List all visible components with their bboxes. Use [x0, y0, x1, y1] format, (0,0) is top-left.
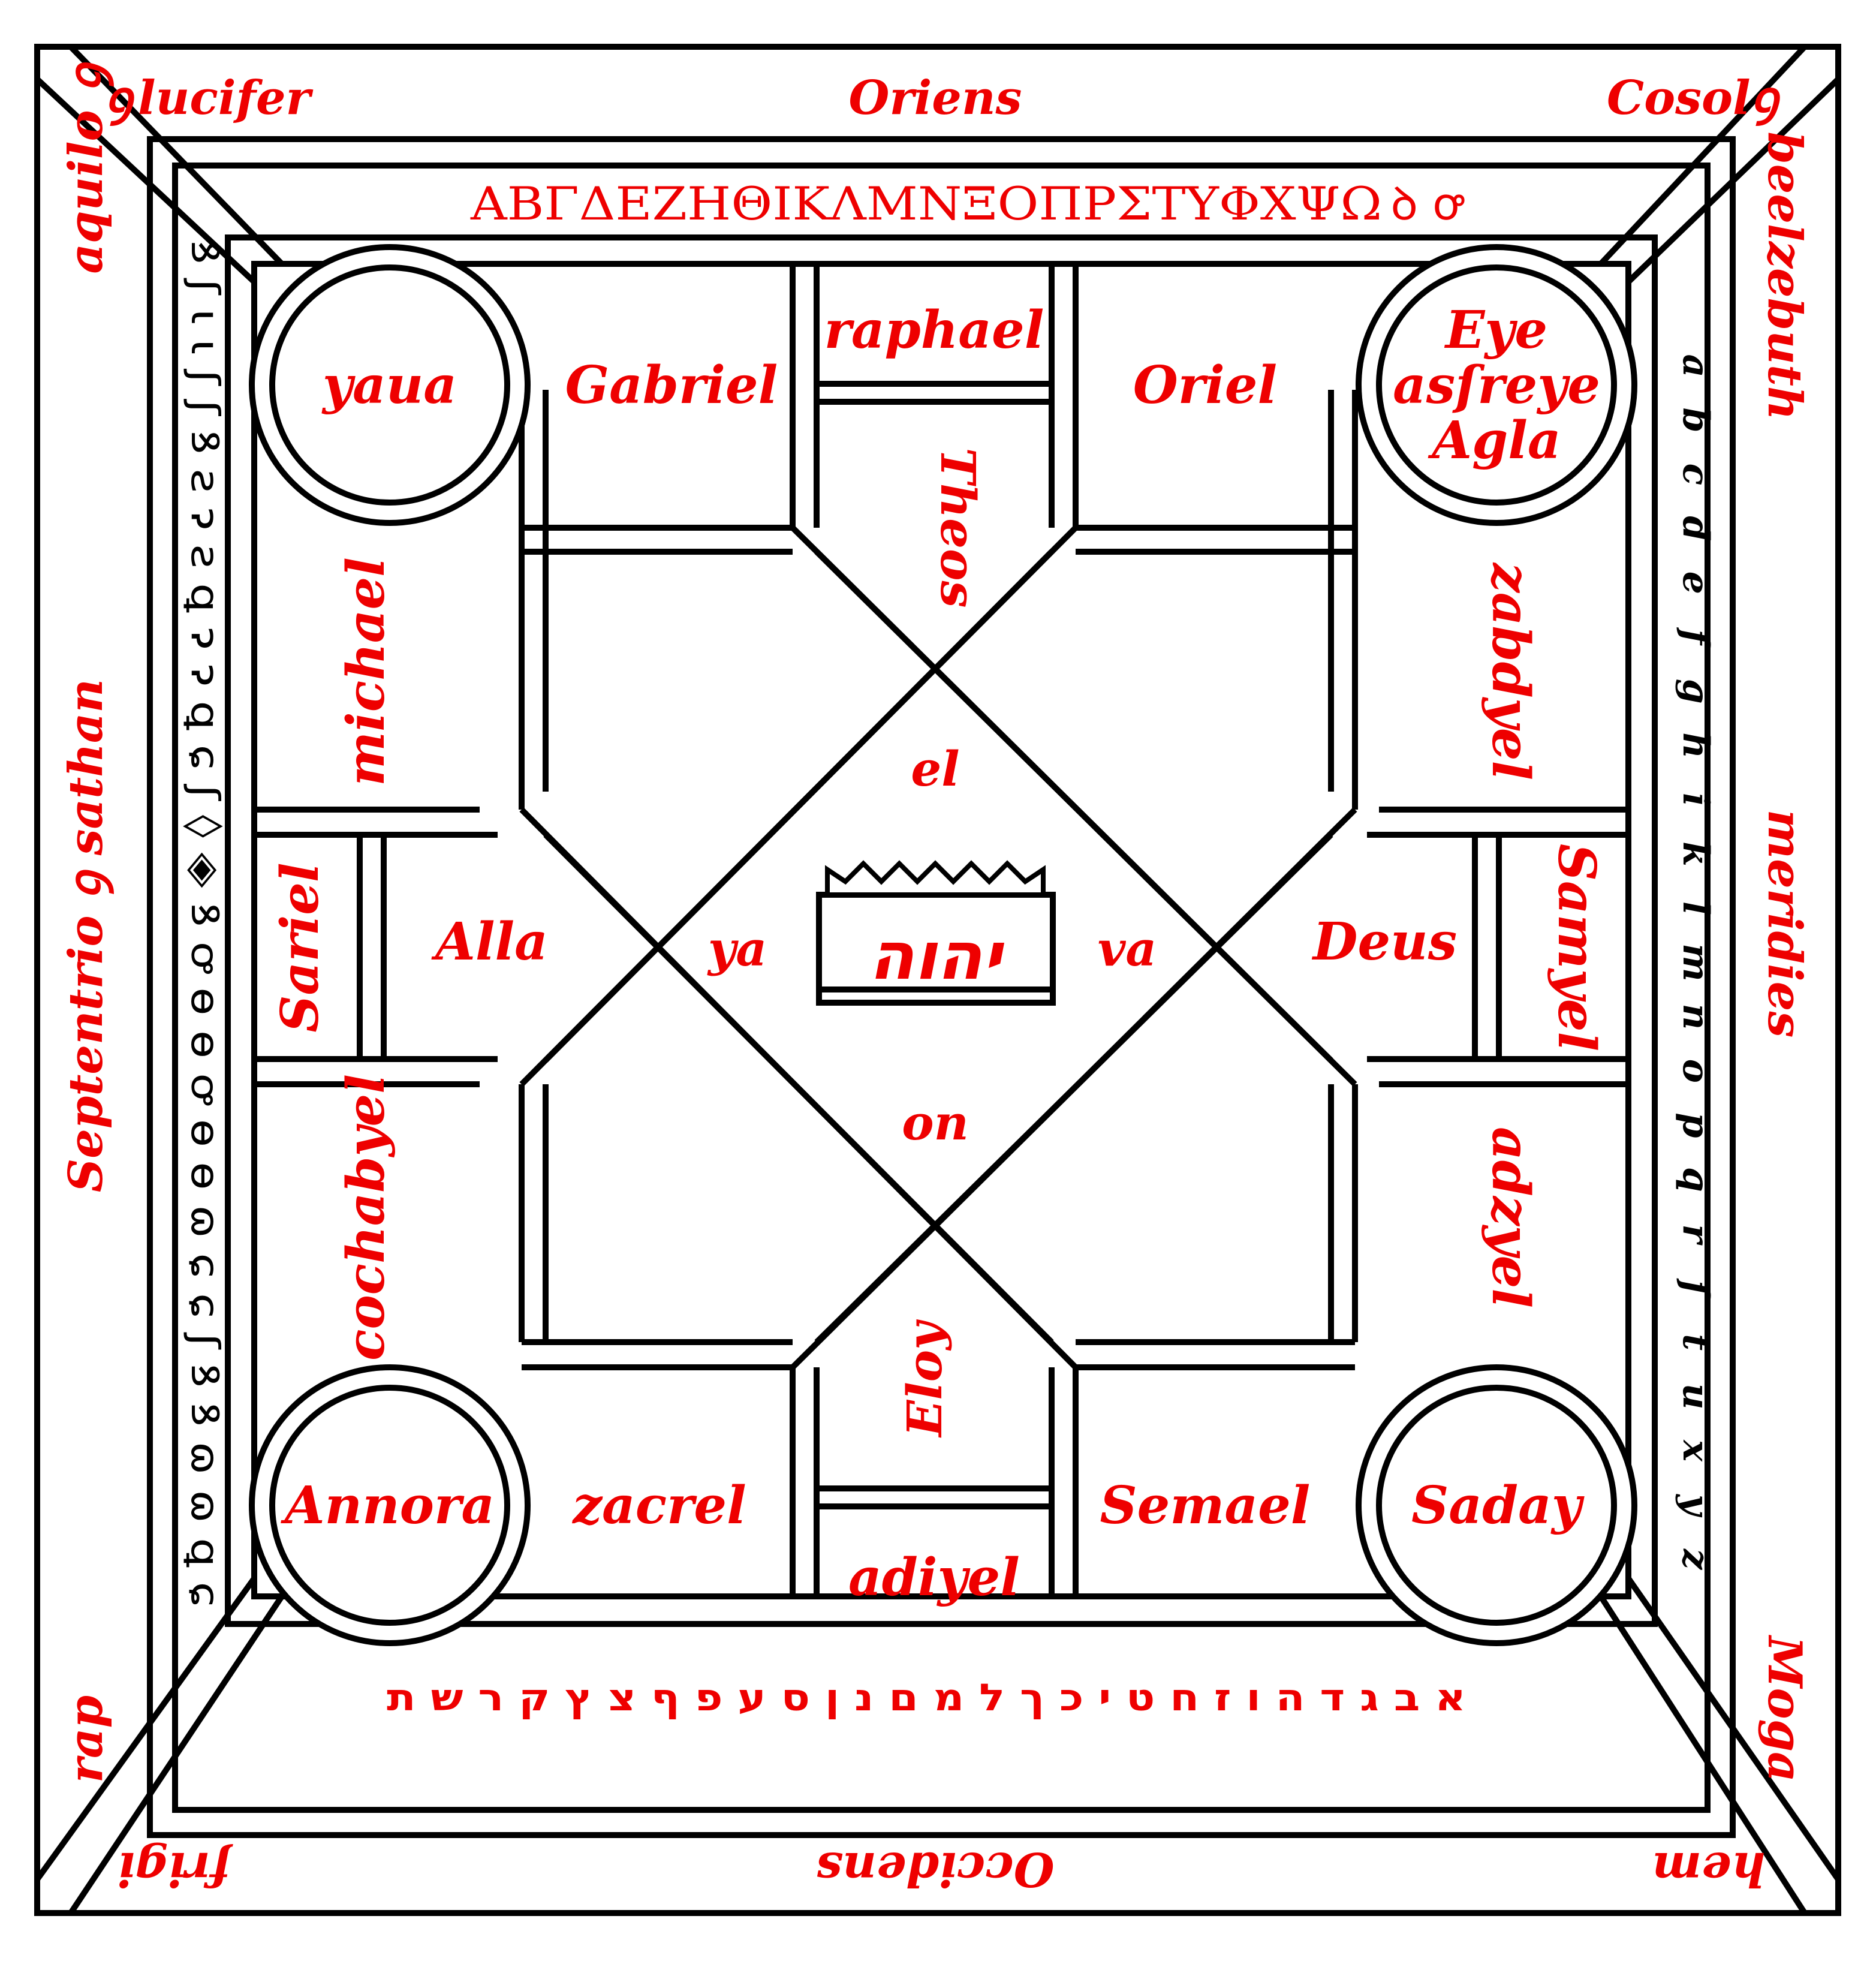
latin-letter: d — [1675, 516, 1717, 541]
central-cross — [519, 525, 1357, 1370]
label-bottom-left-vertical: rap — [59, 1695, 113, 1783]
latin-letter: y — [1675, 1493, 1717, 1518]
angel-names: Gabriel raphael Oriel michael zabdyel Sa… — [270, 300, 1607, 1608]
latin-letter: e — [1675, 572, 1717, 594]
crown-icon — [825, 860, 1046, 897]
name-sariel: Sariel — [270, 862, 330, 1032]
circle-top-left-inner — [269, 264, 510, 506]
latin-letter: a — [1675, 354, 1717, 378]
word-el: el — [911, 741, 959, 797]
outer-labels: Oriens ꝯ lucifer Cosol ꝯ aquilo ꝯ Septen… — [59, 62, 1812, 1896]
label-right-bottom: Moga — [1757, 1634, 1812, 1782]
bottom-center-bars — [790, 1367, 1079, 1596]
greek-alphabet: ΑΒΓΔΕΖΗΘΙΚΛΜΝΞΟΠΡΣΤΥΦΧΨΩ — [470, 177, 1382, 230]
outer-frame — [34, 44, 1841, 1916]
latin-letter: o — [1675, 1059, 1717, 1083]
name-raphael: raphael — [824, 300, 1044, 360]
label-left-top-mark: ꝯ — [59, 62, 114, 92]
name-adiyel: adiyel — [848, 1547, 1020, 1608]
latin-letter: c — [1675, 464, 1717, 486]
circle-top-left-name: yaua — [321, 355, 457, 416]
latin-letter: b — [1675, 407, 1717, 432]
latin-letter: p — [1675, 1112, 1717, 1138]
latin-letter: t — [1675, 1334, 1717, 1351]
latin-letter: h — [1675, 732, 1717, 759]
label-right: meridies — [1757, 810, 1812, 1038]
label-south: Occidens — [816, 1842, 1054, 1896]
frame-ring-5 — [251, 261, 1631, 1599]
latin-letter: g — [1675, 679, 1717, 704]
label-bottom-right: hem — [1652, 1842, 1766, 1896]
circle-top-right-line-3: Agla — [1428, 410, 1561, 471]
greek-alphabet-tail: ꝺ ꝍ — [1391, 177, 1465, 230]
label-left-top: aquilo — [59, 110, 113, 273]
word-theos: Theos — [930, 448, 986, 608]
frame-ring-2 — [147, 136, 1736, 1838]
latin-letter: n — [1675, 1004, 1717, 1030]
corner-diagonals — [34, 44, 1841, 1915]
circle-bottom-right-name: Saday — [1411, 1475, 1585, 1536]
side-vertical-bars — [357, 390, 1502, 1342]
crown-box — [816, 860, 1056, 1006]
name-zacrel: zacrel — [571, 1475, 746, 1536]
frame-ring-4 — [225, 234, 1658, 1627]
word-eloy: Eloy — [896, 1319, 953, 1438]
frame-ring-3 — [172, 163, 1711, 1813]
latin-letter: z — [1675, 1548, 1717, 1571]
circle-top-right-line-2: asſreye — [1393, 355, 1600, 416]
name-alla: Alla — [431, 912, 548, 972]
top-center-bars — [790, 264, 1079, 528]
label-top-left: lucifer — [138, 71, 314, 125]
name-adzyel: adzyel — [1480, 1127, 1541, 1308]
name-samyel: Samyel — [1546, 844, 1607, 1051]
latin-letter: m — [1675, 943, 1717, 982]
word-ya: ya — [707, 921, 767, 977]
label-top-right: Cosol — [1607, 71, 1751, 125]
alphabets: ΑΒΓΔΕΖΗΘΙΚΛΜΝΞΟΠΡΣΤΥΦΧΨΩ ꝺ ꝍ א ב ג ד ה ו… — [182, 177, 1717, 1719]
circle-top-right-inner — [1376, 264, 1617, 506]
label-top-right-mark: ꝯ — [1751, 71, 1780, 126]
word-va: va — [1098, 921, 1157, 977]
latin-letter: l — [1675, 901, 1717, 915]
name-semael: Semael — [1100, 1475, 1311, 1536]
label-left: Septentrio ꝯ sathan — [59, 679, 114, 1192]
name-cochabyel: cochabyel — [336, 1074, 396, 1361]
left-glyph-column: ꝸ ʃ ɩ ɩ ʃ ʃ ꝸ ƨ ɂ ƨ ꝗ ɂ ɂ ꝗ ɕ ʃ ◊ ◈ ꝸ ꝍ … — [182, 240, 227, 1607]
circle-bottom-left-inner — [269, 1385, 510, 1626]
label-right-top: beelzebuth — [1757, 131, 1812, 420]
circle-bottom-left-name: Annora — [281, 1475, 495, 1536]
latin-letter: u — [1675, 1383, 1717, 1410]
latin-letter: x — [1675, 1439, 1717, 1462]
name-oriel: Oriel — [1133, 355, 1277, 416]
circle-top-right-line-1: Eye — [1444, 300, 1547, 360]
center-words: Theos el ya va on Eloy יהוה — [707, 448, 1157, 1438]
tetragrammaton: יהוה — [869, 918, 1004, 994]
label-north: Oriens — [849, 71, 1022, 125]
latin-letter: q — [1675, 1167, 1717, 1192]
label-bottom-left: frigi — [118, 1842, 233, 1896]
name-deus: Deus — [1311, 912, 1457, 972]
label-top-left-mark: ꝯ — [105, 71, 134, 126]
corner-circles — [249, 244, 1637, 1646]
name-gabriel: Gabriel — [565, 355, 778, 416]
word-on: on — [902, 1094, 969, 1151]
circle-names: yaua Eye asſreye Agla Annora Saday — [281, 300, 1600, 1536]
latin-letter: i — [1675, 793, 1717, 807]
hebrew-alphabet: א ב ג ד ה ו ז ח ט י כ ך ל מ ם נ ן ס ע פ … — [387, 1676, 1466, 1719]
name-michael: michael — [336, 557, 396, 786]
latin-letter: r — [1675, 1224, 1717, 1246]
frame-structure — [34, 44, 1841, 1916]
circle-bottom-right-inner — [1376, 1385, 1617, 1626]
latin-letter: k — [1675, 841, 1717, 867]
name-zabdyel: zabdyel — [1480, 562, 1541, 780]
